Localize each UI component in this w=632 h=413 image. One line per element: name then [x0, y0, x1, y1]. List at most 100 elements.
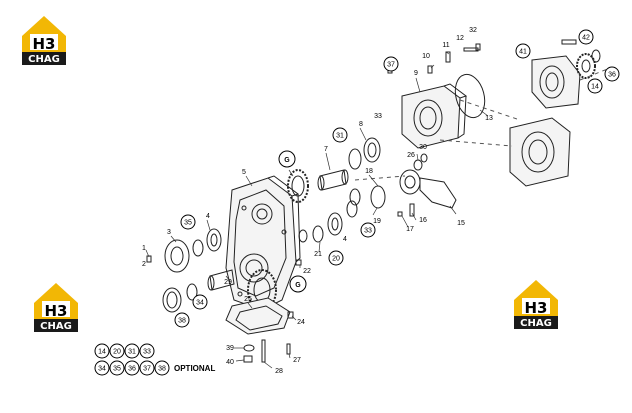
callout-circle-38: 38	[174, 312, 190, 328]
shaft-drawing	[207, 169, 349, 291]
callout-27: 27	[293, 357, 301, 364]
callout-7: 7	[324, 146, 328, 153]
svg-text:35: 35	[184, 220, 192, 227]
svg-text:G: G	[284, 157, 290, 164]
callout-24: 24	[297, 319, 305, 326]
callout-4: 4	[206, 213, 210, 220]
center-lines	[354, 67, 611, 181]
callout-circle-35: 35	[180, 214, 196, 230]
leader-lines	[145, 51, 489, 369]
logo-text: CHAG	[40, 321, 72, 332]
optional-legend: 14 20 31 33 34 35 36 37 38 OPTIONAL	[94, 343, 215, 376]
svg-text:37: 37	[387, 62, 395, 69]
legend-item-37: 37	[139, 360, 155, 376]
callout-18: 18	[365, 168, 373, 175]
svg-text:38: 38	[178, 318, 186, 325]
flange-drawing	[399, 169, 457, 209]
callout-9: 9	[414, 70, 418, 77]
svg-text:36: 36	[128, 366, 136, 373]
callout-circle-31: 31	[332, 127, 348, 143]
svg-text:33: 33	[364, 228, 372, 235]
svg-text:20: 20	[332, 256, 340, 263]
cover-plate-drawing	[531, 55, 581, 109]
callout-circle-37: 37	[383, 56, 399, 72]
legend-item-34: 34	[94, 360, 110, 376]
callout-16: 16	[419, 217, 427, 224]
spline-drawing	[576, 49, 601, 79]
legend-item-36: 36	[124, 360, 140, 376]
callout-labels: 1 2 3 4 4 5 7 8 9 10 11 12 13 15 16 17 1…	[142, 27, 493, 375]
callout-circle-33-mid: 33	[360, 222, 376, 238]
brand-logo-bottom-left: H3 CHAG	[34, 283, 78, 332]
circled-callouts: 35 31 33 33 20 34 38 37 41 42 36 14 G G	[174, 29, 620, 328]
legend-item-35: 35	[109, 360, 125, 376]
logo-mark: H3	[525, 299, 548, 317]
bearings-drawing	[162, 137, 386, 313]
callout-circle-G-bottom: G	[289, 275, 307, 293]
fasteners-drawing	[146, 39, 577, 363]
callout-10: 10	[422, 53, 430, 60]
callout-12: 12	[456, 35, 464, 42]
legend-item-31: 31	[124, 343, 140, 359]
callout-2: 2	[142, 261, 146, 268]
svg-text:37: 37	[143, 366, 151, 373]
callout-15: 15	[457, 220, 465, 227]
svg-text:38: 38	[158, 366, 166, 373]
callout-32: 32	[469, 27, 477, 34]
callout-circle-36: 36	[604, 66, 620, 82]
main-housing-drawing	[225, 175, 301, 311]
callout-17: 17	[406, 226, 414, 233]
svg-text:34: 34	[98, 366, 106, 373]
callout-circle-41: 41	[515, 43, 531, 59]
callout-circle-20: 20	[328, 250, 344, 266]
callout-29: 29	[224, 279, 232, 286]
callout-28: 28	[275, 368, 283, 375]
svg-text:G: G	[295, 282, 301, 289]
callout-22: 22	[303, 268, 311, 275]
svg-text:31: 31	[336, 133, 344, 140]
svg-text:34: 34	[196, 300, 204, 307]
adapter-housing-drawing	[401, 83, 468, 149]
svg-text:33: 33	[143, 349, 151, 356]
brand-logo-top-left: H3 CHAG	[22, 16, 66, 65]
callout-circle-34: 34	[192, 294, 208, 310]
brand-logo-bottom-right: H3 CHAG	[514, 280, 558, 329]
callout-40: 40	[226, 359, 234, 366]
logo-text: CHAG	[28, 54, 60, 65]
optional-housing-drawing	[509, 117, 571, 187]
callout-5: 5	[242, 169, 246, 176]
logo-mark: H3	[45, 302, 68, 320]
callout-circle-14: 14	[587, 78, 603, 94]
legend-item-20: 20	[109, 343, 125, 359]
callout-21: 21	[314, 251, 322, 258]
svg-text:42: 42	[582, 35, 590, 42]
callout-circle-42: 42	[578, 29, 594, 45]
callout-19: 19	[373, 218, 381, 225]
callout-8: 8	[359, 121, 363, 128]
legend-item-14: 14	[94, 343, 110, 359]
callout-11: 11	[442, 42, 449, 49]
callout-26: 26	[407, 152, 415, 159]
legend-item-38: 38	[154, 360, 170, 376]
callout-39: 39	[226, 345, 234, 352]
callout-circle-33-top: 33	[374, 113, 382, 120]
callout-30: 30	[419, 144, 427, 151]
callout-1: 1	[142, 245, 146, 252]
svg-text:14: 14	[98, 349, 106, 356]
legend-item-33: 33	[139, 343, 155, 359]
svg-text:31: 31	[128, 349, 136, 356]
callout-4-b: 4	[343, 236, 347, 243]
callout-25: 25	[244, 296, 252, 303]
bracket-drawing	[225, 297, 291, 335]
logo-text: CHAG	[520, 318, 552, 329]
callout-13: 13	[485, 115, 493, 122]
callout-circle-G-top: G	[278, 150, 296, 168]
optional-label: OPTIONAL	[174, 364, 215, 373]
svg-text:33: 33	[374, 113, 382, 120]
svg-text:14: 14	[591, 84, 599, 91]
svg-text:41: 41	[519, 49, 527, 56]
callout-3: 3	[167, 229, 171, 236]
o-ring-drawing	[454, 73, 486, 119]
